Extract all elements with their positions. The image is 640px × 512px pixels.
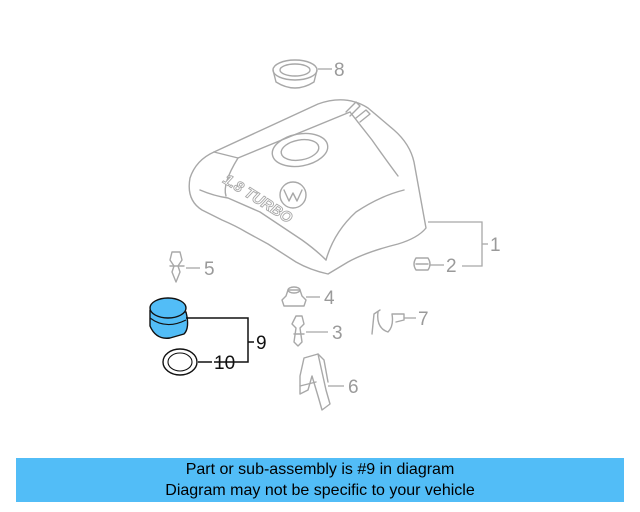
part-9-cap-highlighted[interactable] [149,297,189,339]
caption-line-2: Diagram may not be specific to your vehi… [165,482,475,499]
part-7-clamp[interactable] [371,309,405,335]
parts-diagram: 8 1.8 TURBO 1 2 5 4 [149,59,501,411]
part-8-cap[interactable] [272,59,318,89]
caption-banner: Part or sub-assembly is #9 in diagram Di… [16,458,624,502]
callout-2: 2 [446,256,457,277]
callout-3: 3 [332,323,343,344]
part-1-engine-cover[interactable]: 1.8 TURBO [188,99,427,275]
part-10-o-ring[interactable] [162,348,198,376]
callout-10: 10 [214,353,235,374]
part-3-bolt[interactable] [291,315,305,347]
callout-8: 8 [334,60,345,81]
callout-6: 6 [348,377,359,398]
part-6-bracket[interactable] [299,353,331,411]
callout-1: 1 [490,235,501,256]
callout-7: 7 [418,309,429,330]
part-4-mount[interactable] [281,286,307,307]
part-2-grommet[interactable] [413,257,431,271]
part-5-ball-stud[interactable] [169,251,185,283]
callout-9: 9 [256,333,267,354]
caption-line-1: Part or sub-assembly is #9 in diagram [185,461,455,478]
callout-4: 4 [324,288,335,309]
callout-5: 5 [204,259,215,280]
